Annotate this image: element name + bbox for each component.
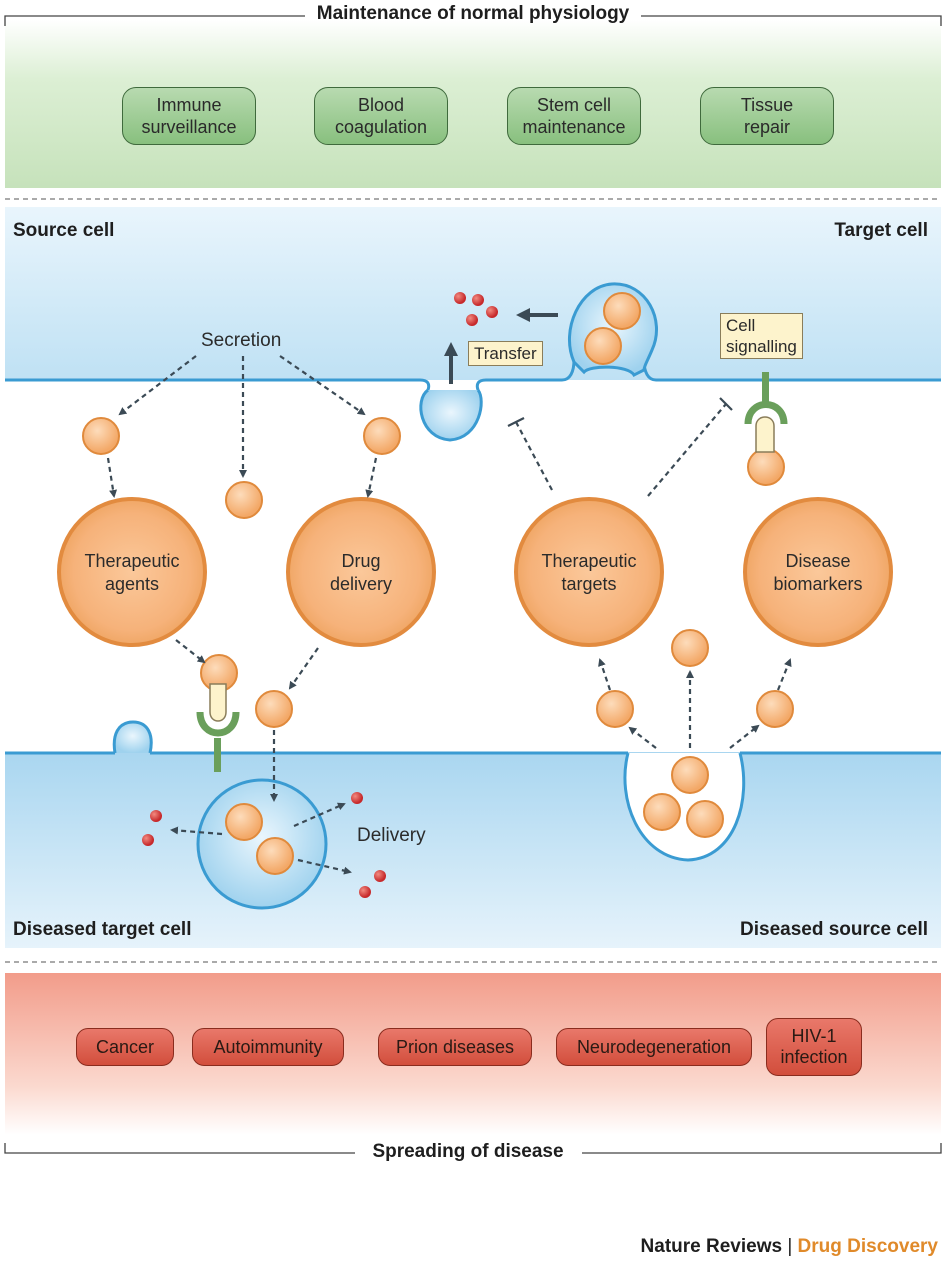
cargo-dot: [374, 870, 386, 882]
cargo-dot: [351, 792, 363, 804]
arrow-mvb-to-left: [628, 726, 657, 749]
vesicle-release-middle: [671, 629, 709, 667]
vesicle-in-endosome-1: [225, 803, 263, 841]
source-cell-label: Source cell: [13, 220, 115, 241]
cargo-dot: [150, 810, 162, 822]
endocytosis-pit: [419, 388, 483, 442]
inhibition-lines: [507, 397, 733, 497]
disease-item-cancer: Cancer: [76, 1028, 174, 1066]
arrow-agents-to-receptor: [175, 639, 206, 664]
vesicle-secreted-left: [82, 417, 120, 455]
journal-name: Nature Reviews: [640, 1236, 783, 1257]
diseased-source-cell-label: Diseased source cell: [740, 919, 928, 940]
physiology-bracket: [4, 15, 942, 26]
target-cell-label: Target cell: [834, 220, 928, 241]
disease-bracket: [4, 1143, 942, 1154]
arrow-cargo-upright: [293, 802, 346, 828]
cell-signalling-label: Cell signalling: [720, 313, 803, 359]
physiology-item-coagulation: Blood coagulation: [314, 87, 448, 145]
cargo-dot: [142, 834, 154, 846]
vesicle-release-left: [596, 690, 634, 728]
vesicle-in-mvb-3: [686, 800, 724, 838]
arrow-vesicle-to-agents: [106, 457, 118, 498]
vesicle-uptake: [255, 690, 293, 728]
receptor-bottom: [196, 683, 240, 772]
vesicle-in-mvb-2: [643, 793, 681, 831]
vesicle-in-exocytosis-2: [584, 327, 622, 365]
arrow-vesicle-to-delivery: [365, 457, 378, 498]
vesicle-in-mvb-1: [671, 756, 709, 794]
receptor-top: [744, 372, 788, 453]
cargo-dot: [472, 294, 484, 306]
disease-item-hiv: HIV-1 infection: [766, 1018, 862, 1076]
vesicle-in-endosome-2: [256, 837, 294, 875]
transfer-label: Transfer: [468, 341, 543, 366]
arrow-left-to-targets: [598, 658, 612, 691]
disease-biomarkers-circle: [743, 497, 893, 647]
arrow-mvb-to-right: [729, 724, 760, 749]
arrow-secretion-left: [118, 355, 197, 416]
physiology-item-tissue-repair: Tissue repair: [700, 87, 834, 145]
secretion-label: Secretion: [201, 330, 282, 351]
arrow-secretion-right: [279, 355, 366, 416]
vesicle-release-right: [756, 690, 794, 728]
bottom-cell-region: [5, 752, 941, 948]
cargo-dot: [466, 314, 478, 326]
journal-footer: Nature Reviews | Drug Discovery: [560, 1236, 938, 1258]
drug-delivery-label: Drug delivery: [329, 551, 393, 594]
vesicle-secreted-right: [363, 417, 401, 455]
physiology-item-stem-cell: Stem cell maintenance: [507, 87, 641, 145]
physiology-item-immune: Immune surveillance: [122, 87, 256, 145]
disease-item-autoimmunity: Autoimmunity: [192, 1028, 344, 1066]
cargo-dot: [454, 292, 466, 304]
disease-item-neurodegeneration: Neurodegeneration: [556, 1028, 752, 1066]
membrane-bud: [112, 720, 153, 754]
delivery-label: Delivery: [357, 825, 426, 846]
journal-separator: |: [787, 1236, 793, 1257]
vesicle-bound-receptor-top: [747, 448, 785, 486]
disease-item-prion: Prion diseases: [378, 1028, 532, 1066]
therapeutic-targets-label: Therapeutic targets: [541, 551, 637, 594]
drug-delivery-circle: [286, 497, 436, 647]
diseased-target-cell-label: Diseased target cell: [13, 919, 192, 940]
cargo-dot: [359, 886, 371, 898]
physiology-title: Maintenance of normal physiology: [316, 3, 630, 24]
disease-title: Spreading of disease: [372, 1141, 564, 1162]
journal-subtitle: Drug Discovery: [797, 1236, 938, 1257]
cargo-dot: [486, 306, 498, 318]
disease-biomarkers-label: Disease biomarkers: [773, 551, 863, 594]
dashed-arrows: [106, 355, 792, 875]
cargo-dots: [142, 292, 498, 898]
arrow-delivery-to-uptake: [288, 647, 319, 690]
therapeutic-agents-label: Therapeutic agents: [84, 551, 180, 594]
vesicle-secreted-middle: [225, 481, 263, 519]
therapeutic-targets-circle: [514, 497, 664, 647]
small-vesicles: [82, 292, 794, 875]
vesicle-in-exocytosis-1: [603, 292, 641, 330]
therapeutic-agents-circle: [57, 497, 207, 647]
arrow-right-to-biomarkers: [776, 658, 792, 691]
